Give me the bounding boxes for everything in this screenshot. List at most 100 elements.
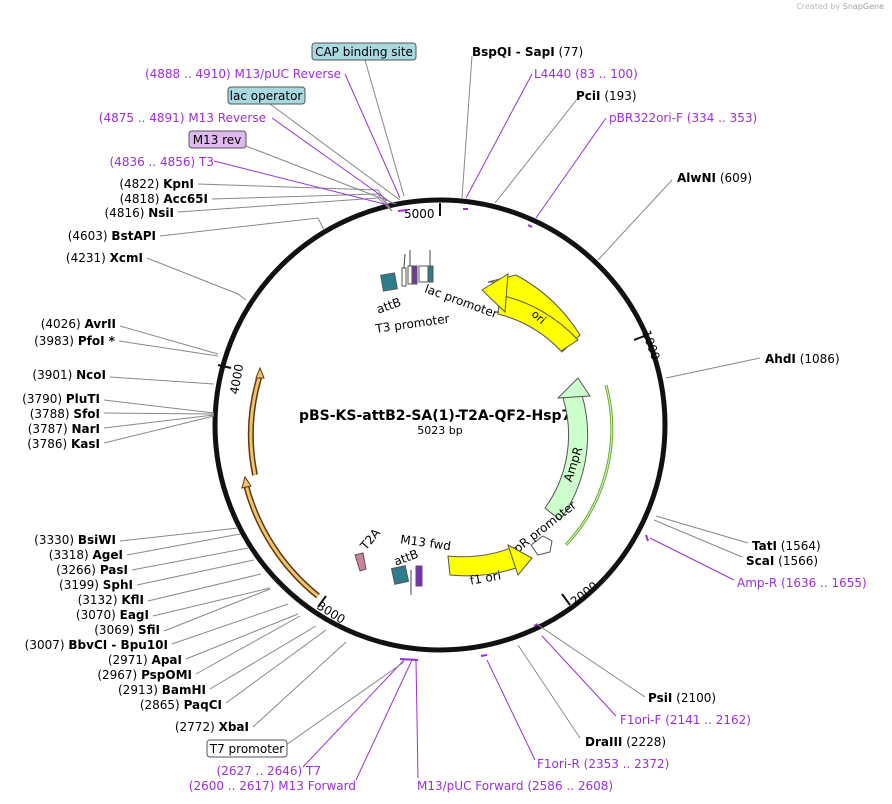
site-name: PaqCI — [184, 698, 222, 712]
svg-text:F1ori-R (2353 .. 2372): F1ori-R (2353 .. 2372) — [537, 757, 669, 771]
svg-text:(4231) XcmI: (4231) XcmI — [66, 251, 143, 265]
snapgene-logo-text: SnapGene — [842, 2, 884, 11]
site-pos: (609) — [720, 171, 752, 185]
cap-binding-site-box: CAP binding site — [311, 42, 417, 61]
t2a-label: T2A — [357, 525, 384, 553]
svg-text:(3790) PluTI: (3790) PluTI — [22, 392, 100, 406]
cap-mark — [427, 265, 434, 283]
snapgene-credit: Created by SnapGene — [796, 2, 884, 11]
primer-name: F1ori-F — [620, 713, 661, 727]
svg-text:(4888 .. 4910) M13/pUC Revers: (4888 .. 4910) M13/pUC Reverse — [145, 67, 341, 81]
svg-text:(3786) KasI: (3786) KasI — [27, 437, 100, 451]
primer-range: (2586 .. 2608) — [527, 779, 613, 793]
t7-promoter-label: T7 promoter — [209, 742, 285, 756]
site-pos: (3786) — [27, 437, 67, 451]
svg-text:(3132) KflI: (3132) KflI — [78, 593, 144, 607]
svg-text:TatI (1564): TatI (1564) — [752, 539, 821, 553]
primer-marks — [397, 208, 649, 661]
site-name: EagI — [120, 608, 149, 622]
site-name: AgeI — [93, 548, 123, 562]
site-name: PsiI — [648, 691, 672, 705]
orange-lower-arrow-head — [241, 475, 252, 489]
box-leader-lines — [245, 59, 405, 746]
site-pos: (3787) — [28, 422, 68, 436]
site-pos: (3007) — [25, 638, 65, 652]
m13-rev-box: M13 rev — [188, 130, 247, 149]
site-pos: (1086) — [800, 352, 840, 366]
svg-text:(3788) SfoI: (3788) SfoI — [30, 407, 100, 421]
tick-2000: 2000 — [568, 579, 601, 609]
primer-range: (4836 .. 4856) — [110, 155, 196, 169]
svg-text:(3069) SfiI: (3069) SfiI — [94, 623, 160, 637]
site-pos: (4816) — [105, 206, 145, 220]
site-pos: (3132) — [78, 593, 118, 607]
site-pos: (3069) — [94, 623, 134, 637]
ampr-promoter-arrow — [530, 535, 553, 556]
site-pos: (77) — [559, 45, 584, 59]
svg-text:(4603) BstAPI: (4603) BstAPI — [68, 229, 156, 243]
attb-top-label: attB — [375, 295, 403, 317]
svg-text:(2913) BamHI: (2913) BamHI — [118, 683, 206, 697]
site-pos: (2967) — [97, 668, 137, 682]
site-name: AlwNI — [677, 171, 716, 185]
plasmid-size: 5023 bp — [417, 424, 462, 437]
site-name: BbvCI - Bpu10I — [68, 638, 168, 652]
site-pos: (3199) — [59, 578, 99, 592]
primer-range: (4888 .. 4910) — [145, 67, 231, 81]
svg-text:(3266) PasI: (3266) PasI — [56, 563, 128, 577]
site-name: BsiWI — [78, 533, 116, 547]
site-pos: (2971) — [108, 653, 148, 667]
t3-promoter-label: T3 promoter — [374, 312, 451, 336]
lac-feature-purple — [412, 265, 418, 285]
primer-name: T3 — [198, 155, 214, 169]
site-name: Acc65I — [163, 192, 208, 206]
svg-text:(4026) AvrII: (4026) AvrII — [41, 317, 116, 331]
svg-text:F1ori-F (2141 .. 2162): F1ori-F (2141 .. 2162) — [620, 713, 751, 727]
lac-operator-mark — [407, 265, 413, 285]
svg-text:(3007) BbvCI - Bpu10I: (3007) BbvCI - Bpu10I — [25, 638, 168, 652]
ori-arrow-body — [497, 294, 579, 352]
primer-name: pBR322ori-F — [609, 111, 683, 125]
svg-text:(2971) ApaI: (2971) ApaI — [108, 653, 182, 667]
site-pos: (3318) — [49, 548, 89, 562]
site-pos: (4818) — [120, 192, 160, 206]
svg-text:(3070) EagI: (3070) EagI — [76, 608, 149, 622]
site-name: SfiI — [138, 623, 160, 637]
cap-binding-site-label: CAP binding site — [315, 45, 413, 59]
primer-name: M13/pUC Forward — [417, 779, 524, 793]
attb-bottom-label: attB — [392, 547, 420, 569]
svg-text:ScaI (1566): ScaI (1566) — [746, 554, 818, 568]
plasmid-backbone — [212, 197, 668, 653]
svg-text:AhdI (1086): AhdI (1086) — [765, 352, 840, 366]
site-name: NcoI — [76, 368, 106, 382]
site-pos: (2772) — [175, 720, 215, 734]
svg-text:BspQI - SapI (77): BspQI - SapI (77) — [472, 45, 583, 59]
site-pos: (3901) — [32, 368, 72, 382]
lac-promoter-mark — [418, 265, 429, 283]
svg-text:(3983) PfoI *: (3983) PfoI * — [34, 334, 116, 348]
orange-feature-lower-fill — [244, 484, 319, 598]
primer-range: (2627 .. 2646) — [217, 764, 303, 778]
site-name: NsiI — [148, 206, 174, 220]
f1-ori-label: f1 ori — [469, 568, 502, 587]
site-pos: (1566) — [778, 554, 818, 568]
position-ticks — [217, 203, 648, 608]
site-pos: (1564) — [781, 539, 821, 553]
primer-range: (2353 .. 2372) — [584, 757, 670, 771]
m13-fwd-mark — [415, 565, 423, 587]
primer-range: (4875 .. 4891) — [99, 111, 185, 125]
site-pos: (2228) — [626, 735, 666, 749]
site-name: BamHI — [162, 683, 206, 697]
left-enzyme-labels: (4822) KpnI (4818) Acc65I (4816) NsiI (4… — [22, 177, 249, 734]
primer-name: M13/pUC Reverse — [235, 67, 342, 81]
orange-upper-arrow-head — [255, 366, 265, 379]
site-pos: (3070) — [76, 608, 116, 622]
site-pos: (3983) — [34, 334, 74, 348]
primer-range: (83 .. 100) — [575, 67, 638, 81]
site-pos: (3330) — [34, 533, 74, 547]
attb-top-box — [380, 272, 398, 292]
tick-1000: 1000 — [639, 328, 663, 361]
svg-text:(4875 .. 4891) M13 Reverse: (4875 .. 4891) M13 Reverse — [99, 111, 266, 125]
lac-operator-box: lac operator — [227, 86, 306, 105]
svg-text:DraIII (2228): DraIII (2228) — [585, 735, 666, 749]
